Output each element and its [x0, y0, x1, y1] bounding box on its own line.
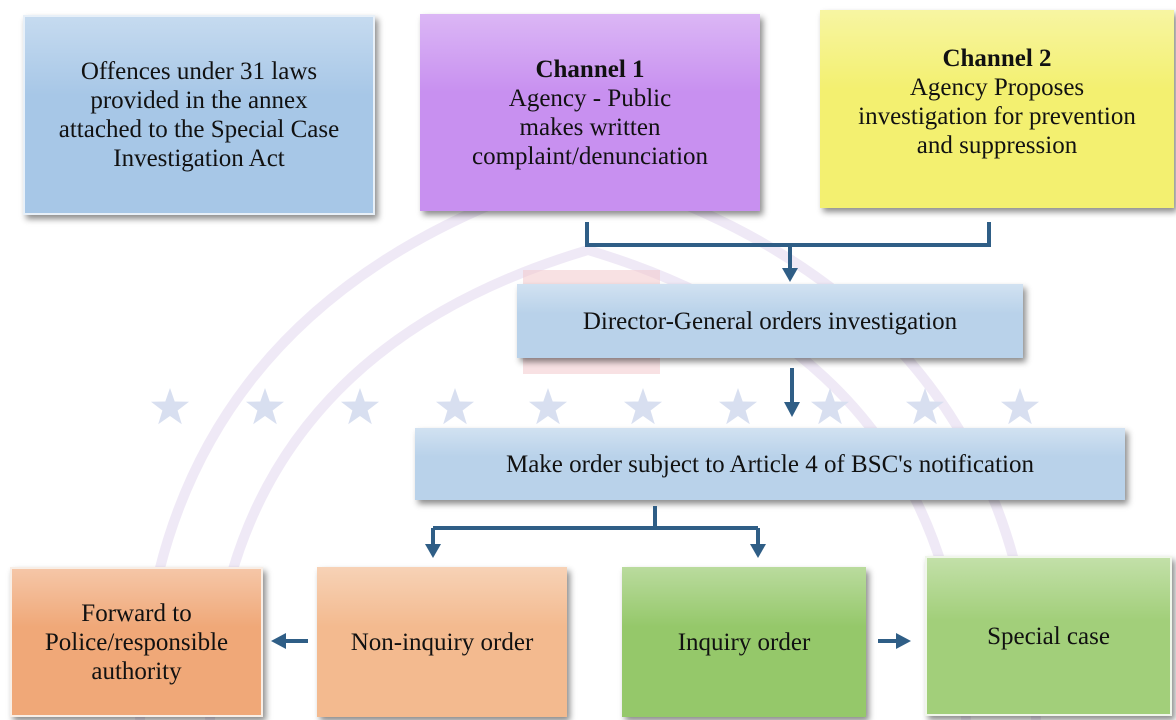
- channel-1-line-1: Agency - Public: [508, 84, 672, 112]
- article-4-order-box: Make order subject to Article 4 of BSC's…: [415, 428, 1125, 500]
- offences-line-2: provided in the annex: [90, 87, 308, 114]
- channel-2-line-1: Agency Proposes: [909, 74, 1085, 101]
- channel-2-title: Channel 2: [942, 45, 1052, 72]
- offences-box: Offences under 31 laws provided in the a…: [23, 15, 375, 215]
- channel-1-line-3: complaint/denunciation: [471, 142, 709, 170]
- director-general-box: Director-General orders investigation: [517, 284, 1023, 358]
- special-case-text: Special case: [987, 622, 1110, 650]
- channel-1-box: Channel 1 Agency - Public makes written …: [420, 14, 760, 211]
- channel-2-line-2: investigation for prevention: [858, 103, 1136, 130]
- star-watermark-4: [436, 388, 474, 425]
- star-watermark-10: [1001, 388, 1039, 425]
- channel-1-title: Channel 1: [535, 55, 645, 83]
- inquiry-order-text: Inquiry order: [677, 628, 811, 656]
- inquiry-order-box: Inquiry order: [622, 567, 866, 717]
- forward-line-2: Police/responsible: [44, 628, 229, 656]
- star-watermark-7: [719, 388, 757, 425]
- offences-line-3: attached to the Special Case: [58, 116, 340, 143]
- forward-line-1: Forward to: [81, 599, 192, 627]
- forward-line-3: authority: [91, 657, 182, 685]
- article-4-order-text: Make order subject to Article 4 of BSC's…: [505, 450, 1034, 478]
- star-watermark-9: [906, 388, 944, 425]
- forward-to-police-box: Forward to Police/responsible authority: [10, 567, 263, 717]
- director-general-text: Director-General orders investigation: [582, 307, 958, 335]
- offences-line-1: Offences under 31 laws: [80, 58, 318, 85]
- special-case-box: Special case: [925, 556, 1172, 716]
- star-watermark-1: [151, 388, 189, 425]
- stars-watermark: [151, 388, 1039, 425]
- channel-2-box: Channel 2 Agency Proposes investigation …: [820, 10, 1174, 208]
- star-watermark-5: [529, 388, 567, 425]
- channel-1-line-2: makes written: [519, 113, 661, 141]
- non-inquiry-order-text: Non-inquiry order: [350, 628, 534, 656]
- non-inquiry-order-box: Non-inquiry order: [317, 567, 567, 717]
- channel-2-line-3: and suppression: [916, 132, 1078, 159]
- star-watermark-3: [341, 388, 379, 425]
- star-watermark-2: [246, 388, 284, 425]
- offences-line-4: Investigation Act: [113, 145, 285, 172]
- star-watermark-8: [811, 388, 849, 425]
- star-watermark-6: [624, 388, 662, 425]
